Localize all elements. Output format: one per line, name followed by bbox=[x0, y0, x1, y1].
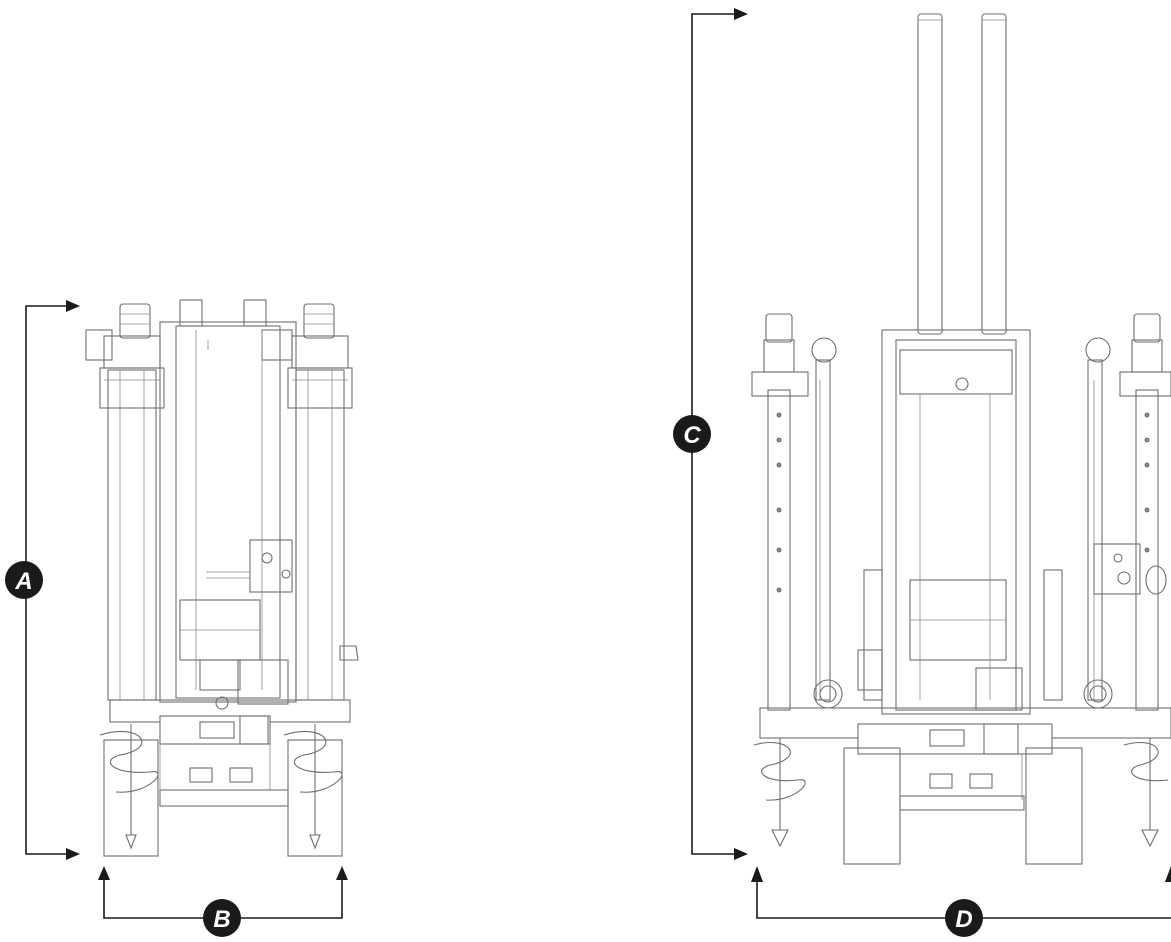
extended-bracket bbox=[1093, 543, 1141, 595]
right-motor bbox=[303, 303, 335, 339]
extended-right-auger bbox=[1123, 738, 1169, 848]
extended-right-motor bbox=[1133, 313, 1161, 343]
label-c-badge: C bbox=[673, 415, 711, 453]
extended-central-frame bbox=[881, 329, 1031, 715]
base-crossbar bbox=[159, 789, 289, 807]
extended-right-foot bbox=[1025, 747, 1083, 865]
extended-rear-box bbox=[975, 667, 1023, 711]
extended-left-auger bbox=[753, 738, 806, 848]
extended-crosshead bbox=[899, 349, 1013, 395]
label-a-badge: A bbox=[5, 561, 43, 599]
extended-tube-right bbox=[981, 13, 1007, 335]
machine-extended-view bbox=[751, 13, 1171, 865]
machine-stowed-view bbox=[85, 299, 359, 857]
right-auger bbox=[283, 724, 343, 850]
left-auger bbox=[99, 724, 159, 850]
base-panel bbox=[159, 715, 271, 745]
left-mast-tube bbox=[107, 369, 157, 701]
extended-right-mast bbox=[1135, 389, 1159, 711]
label-d: D bbox=[955, 906, 972, 933]
extended-left-mast bbox=[767, 389, 791, 711]
right-mast-tube bbox=[295, 369, 345, 701]
label-c: C bbox=[683, 422, 701, 449]
tower-tube-left bbox=[179, 299, 203, 327]
extended-tube-left bbox=[917, 13, 943, 335]
extended-left-foot bbox=[843, 747, 901, 865]
extended-right-mast-head bbox=[1119, 371, 1171, 397]
extended-left-wheel bbox=[813, 679, 843, 709]
tower-bracket bbox=[249, 539, 293, 593]
extended-left-mast-head bbox=[751, 371, 809, 397]
right-mast-head bbox=[287, 367, 353, 409]
label-d-badge: D bbox=[945, 899, 983, 937]
extended-left-motor bbox=[765, 313, 793, 343]
label-a: A bbox=[14, 568, 32, 595]
label-b: B bbox=[213, 906, 230, 933]
extended-base-panel bbox=[857, 723, 1053, 755]
dimension-d bbox=[751, 866, 1171, 919]
extended-crossbar bbox=[899, 795, 1025, 811]
tower-tube-right bbox=[243, 299, 267, 327]
left-motor bbox=[119, 303, 151, 339]
left-mast-head bbox=[99, 367, 165, 409]
label-b-badge: B bbox=[203, 899, 241, 937]
rear-box bbox=[237, 659, 289, 705]
